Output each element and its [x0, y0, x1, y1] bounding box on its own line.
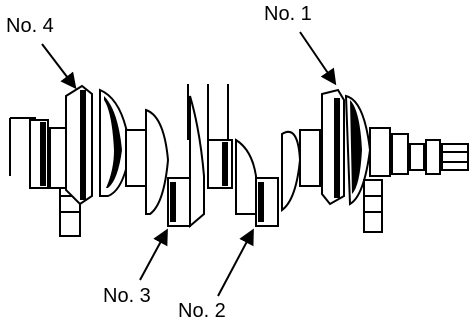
arrow-no2 — [217, 228, 254, 297]
label-no1: No. 1 — [264, 3, 312, 25]
crankpin-no2 — [255, 130, 302, 227]
crank-snout — [363, 127, 469, 233]
crank-web-no1 — [344, 94, 372, 206]
center-journal — [187, 84, 257, 215]
crank-web-no4 — [65, 84, 93, 206]
arrow-no3 — [139, 228, 168, 281]
label-no4: No. 4 — [6, 15, 54, 37]
crankpin-no3 — [167, 95, 205, 229]
arrow-no1 — [299, 31, 337, 86]
label-no2: No. 2 — [178, 300, 226, 322]
leader-arrows — [41, 31, 337, 297]
crank-webs-left — [99, 88, 170, 215]
label-no3: No. 3 — [103, 285, 151, 307]
crank-webs-right — [299, 88, 345, 206]
arrow-no4 — [41, 43, 77, 90]
